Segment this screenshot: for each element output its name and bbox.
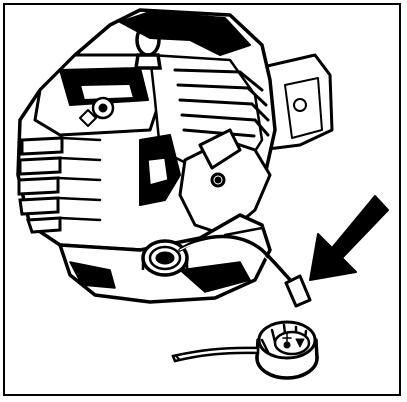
cooling-fins xyxy=(173,68,270,138)
callout-arrow xyxy=(309,195,389,281)
fuel-filler-neck xyxy=(141,239,189,277)
cap-tether-strap xyxy=(171,346,260,363)
primer-line xyxy=(178,234,312,308)
engine-housing xyxy=(178,128,272,237)
fuel-cap xyxy=(255,320,319,380)
carrying-handle-ring xyxy=(133,23,163,70)
cooling-fins xyxy=(17,136,102,234)
